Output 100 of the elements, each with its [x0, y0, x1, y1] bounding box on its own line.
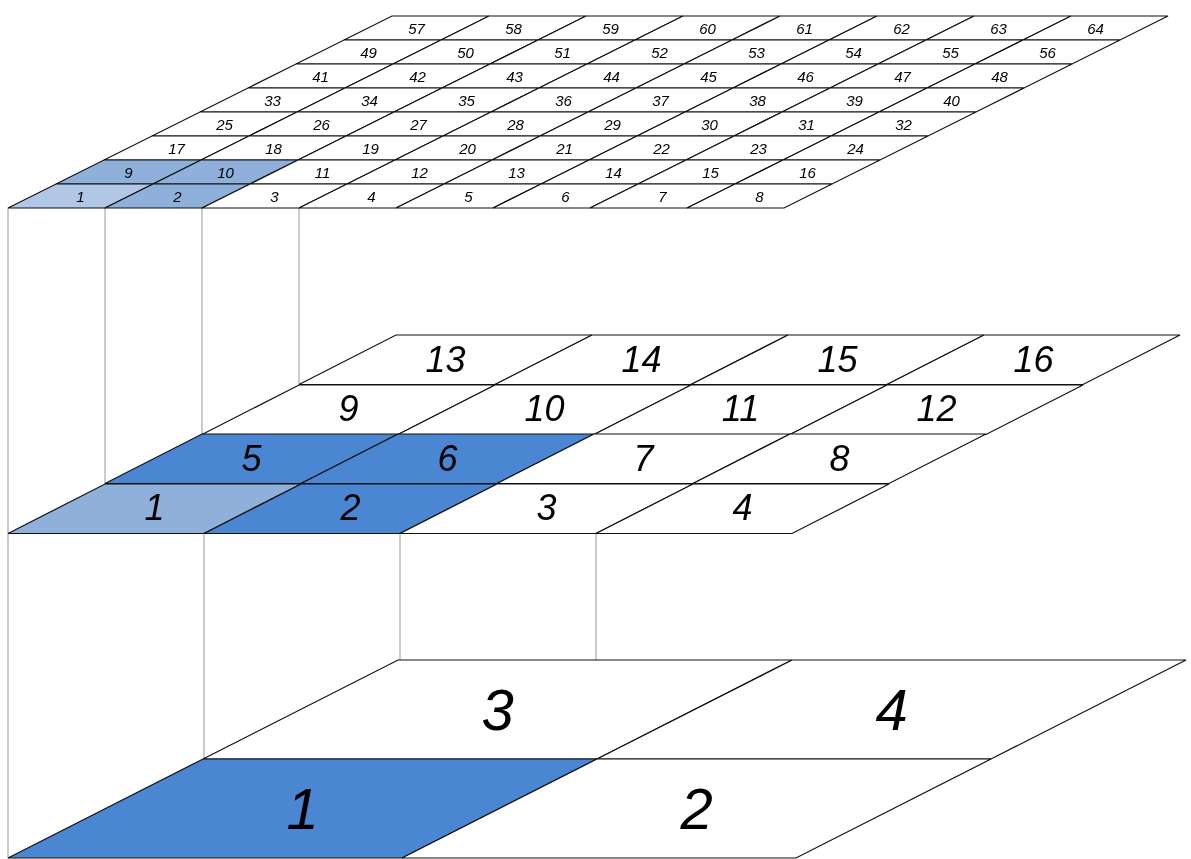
- cell-number: 28: [507, 116, 524, 132]
- grid-cell: [594, 384, 888, 434]
- cell-number: 27: [410, 116, 427, 132]
- cell-number: 56: [1039, 44, 1056, 60]
- cell-number: 59: [602, 20, 619, 36]
- cell-number: 22: [653, 140, 670, 156]
- cell-number: 47: [894, 68, 911, 84]
- cell-number: 51: [554, 44, 571, 60]
- cell-number: 38: [749, 92, 766, 108]
- grid-cell: [202, 184, 347, 208]
- grid-cell: [8, 759, 597, 858]
- grid-cell: [879, 88, 1024, 112]
- cell-number: 24: [847, 140, 864, 156]
- grid-cell: [104, 136, 249, 160]
- cell-number: 64: [1087, 20, 1104, 36]
- cell-number: 8: [829, 440, 850, 477]
- grid-cell: [541, 160, 686, 184]
- grid-cell: [597, 660, 1187, 759]
- projection-line: [203, 532, 205, 760]
- cell-number: 1: [144, 490, 165, 527]
- grid-cell: [8, 483, 301, 533]
- cell-number: 12: [411, 164, 428, 180]
- cell-number: 54: [845, 44, 862, 60]
- grid-cell: [204, 483, 497, 533]
- grid-cell: [250, 160, 395, 184]
- cell-number: 25: [216, 116, 233, 132]
- cell-number: 4: [367, 188, 376, 204]
- cell-number: 30: [701, 116, 718, 132]
- cell-number: 9: [338, 391, 359, 428]
- cell-number: 21: [556, 140, 573, 156]
- cell-number: 63: [990, 20, 1007, 36]
- cell-number: 16: [1013, 341, 1054, 378]
- cell-number: 16: [799, 164, 816, 180]
- cell-number: 13: [425, 341, 466, 378]
- cell-number: 8: [755, 188, 764, 204]
- cell-number: 3: [536, 490, 557, 527]
- projection-line: [7, 532, 9, 859]
- cell-number: 11: [314, 164, 331, 180]
- projection-line: [399, 532, 401, 661]
- cell-number: 2: [680, 779, 713, 838]
- cell-number: 19: [362, 140, 379, 156]
- cell-number: 33: [264, 92, 281, 108]
- grid-cell: [887, 335, 1181, 385]
- cell-number: 7: [633, 440, 654, 477]
- cell-number: 50: [457, 44, 474, 60]
- cell-number: 41: [312, 68, 329, 84]
- grid-cell: [495, 335, 789, 385]
- cell-number: 53: [748, 44, 765, 60]
- grid-cell: [203, 660, 793, 759]
- cell-number: 60: [699, 20, 716, 36]
- cell-number: 37: [652, 92, 669, 108]
- cell-number: 29: [604, 116, 621, 132]
- grid-cell: [105, 184, 250, 208]
- cell-number: 10: [217, 164, 234, 180]
- cell-number: 58: [505, 20, 522, 36]
- cell-number: 15: [817, 341, 858, 378]
- grid-cell: [301, 434, 595, 484]
- grid-cell: [975, 40, 1120, 64]
- cell-number: 26: [313, 116, 330, 132]
- cell-number: 2: [340, 490, 361, 527]
- cell-number: 15: [702, 164, 719, 180]
- grid-cell: [105, 434, 399, 484]
- cell-number: 1: [286, 779, 319, 838]
- cell-number: 5: [241, 440, 262, 477]
- cell-number: 62: [893, 20, 910, 36]
- grid-cell: [346, 112, 491, 136]
- cell-number: 39: [846, 92, 863, 108]
- cell-number: 31: [798, 116, 815, 132]
- grid-cell: [202, 384, 496, 434]
- cell-number: 14: [605, 164, 622, 180]
- grid-cell: [927, 64, 1072, 88]
- cell-number: 14: [621, 341, 662, 378]
- grid-cell: [299, 335, 593, 385]
- grid-cell: [493, 184, 638, 208]
- grid-cell: [590, 184, 735, 208]
- grid-cell: [1023, 16, 1168, 40]
- cell-number: 2: [173, 188, 182, 204]
- cell-number: 9: [124, 164, 133, 180]
- cell-number: 17: [168, 140, 185, 156]
- cell-number: 49: [360, 44, 377, 60]
- cell-number: 11: [721, 391, 760, 428]
- cell-number: 45: [700, 68, 717, 84]
- projection-line: [104, 207, 106, 484]
- grid-cell: [691, 335, 985, 385]
- cell-number: 1: [76, 188, 85, 204]
- cell-number: 43: [506, 68, 523, 84]
- grid-cell: [299, 184, 444, 208]
- projection-line: [595, 532, 597, 661]
- grid-cell: [398, 384, 692, 434]
- projection-line: [201, 207, 203, 435]
- cell-number: 3: [481, 680, 514, 739]
- grid-cell: [790, 384, 1084, 434]
- grid-cell: [831, 112, 976, 136]
- grid-cell: [687, 184, 832, 208]
- grid-cell: [830, 64, 975, 88]
- cell-number: 61: [796, 20, 813, 36]
- cell-number: 36: [555, 92, 572, 108]
- grid-cell: [344, 16, 489, 40]
- cell-number: 35: [458, 92, 475, 108]
- cell-number: 52: [651, 44, 668, 60]
